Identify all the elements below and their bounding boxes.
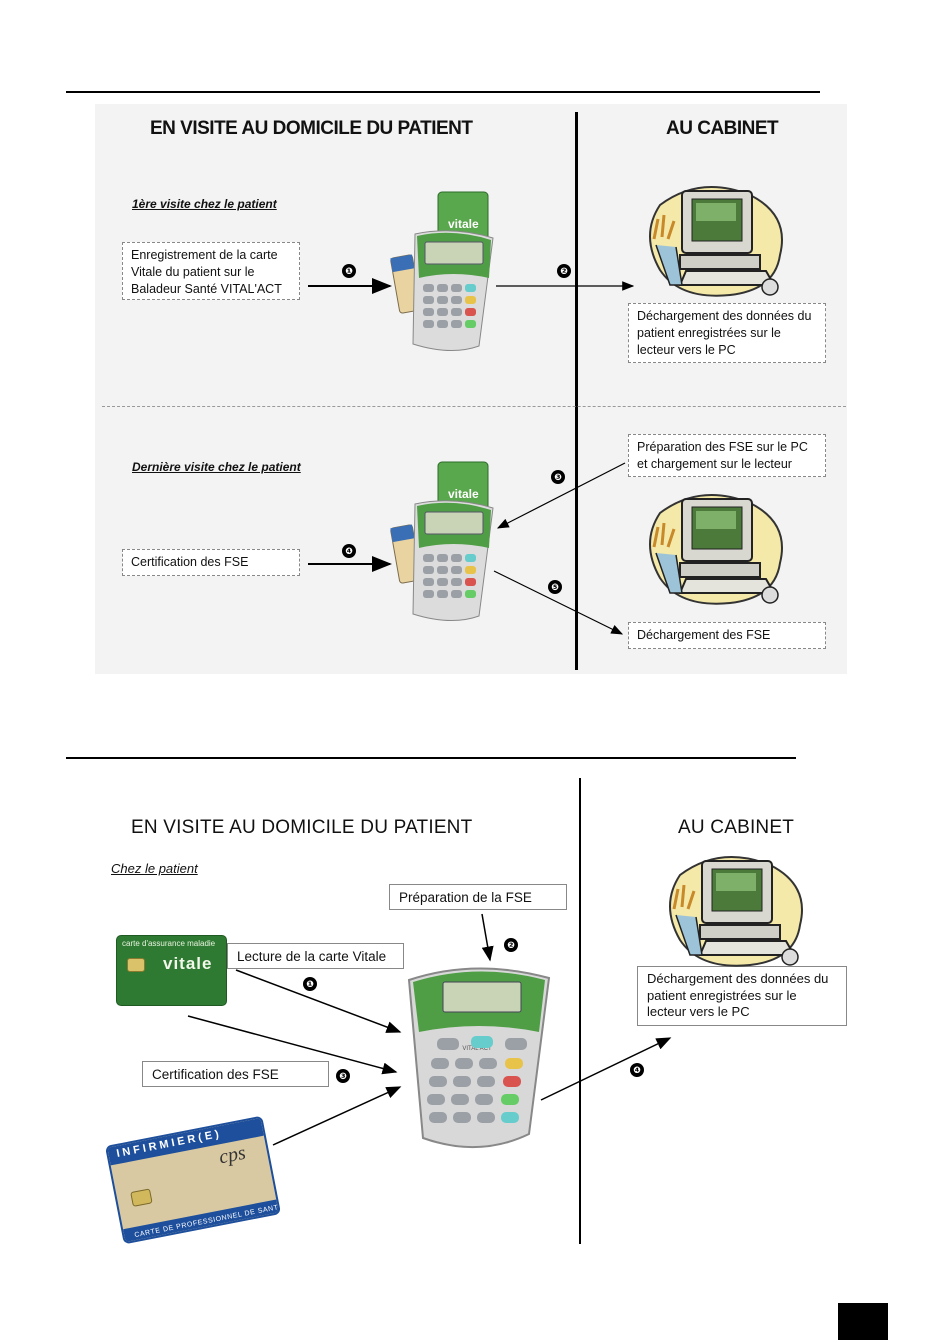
diagram1-header-right: AU CABINET [666, 118, 779, 139]
svg-text:vitale: vitale [448, 487, 479, 501]
diagram2-computer-icon [669, 856, 803, 967]
page-number-block [838, 1303, 888, 1340]
diagram1-computer-icon-2 [649, 494, 783, 605]
svg-text:vitale: vitale [448, 217, 479, 231]
chip-icon [127, 958, 145, 972]
diagram2-step-1: ❶ [303, 977, 317, 991]
cps-card-logo: cps [217, 1141, 248, 1169]
diagram2-divider [579, 778, 581, 1244]
diagram1-first-visit-label: 1ère visite chez le patient [132, 197, 277, 211]
arrow-lecture [235, 969, 402, 1033]
diagram1-computer-icon-1 [649, 186, 783, 297]
diagram1-box-dechargement-fse: Déchargement des FSE [628, 622, 826, 649]
top-rule-1 [66, 91, 820, 93]
arrow-preparation [481, 913, 494, 962]
arrow-cps [272, 1086, 402, 1146]
arrow-card [187, 1015, 398, 1075]
diagram1-card-reader-1: vitale [390, 191, 494, 352]
diagram2-box-dechargement: Déchargement des données du patient enre… [637, 966, 847, 1026]
diagram2-header-left: EN VISITE AU DOMICILE DU PATIENT [131, 817, 473, 838]
diagram2-box-certification: Certification des FSE [142, 1061, 329, 1087]
vitale-card: carte d'assurance maladie vitale [116, 935, 227, 1006]
diagram2-step-3: ❸ [336, 1069, 350, 1083]
diagram2-box-preparation: Préparation de la FSE [389, 884, 567, 910]
diagram2-card-reader: VITAL'ACT [407, 967, 551, 1149]
diagram1-header-left: EN VISITE AU DOMICILE DU PATIENT [150, 118, 473, 139]
diagram1-divider [575, 112, 578, 670]
diagram1-step-1: ❶ [342, 264, 356, 278]
vitale-card-brand: vitale [163, 954, 213, 973]
diagram2-step-4: ❹ [630, 1063, 644, 1077]
reader-brand: VITAL'ACT [462, 1046, 492, 1052]
arrow-3 [496, 462, 626, 529]
top-rule-2 [66, 757, 796, 759]
diagram1-step-4: ❹ [342, 544, 356, 558]
arrow-dechargement [540, 1037, 672, 1101]
diagram2-patient-label: Chez le patient [111, 861, 198, 876]
diagram1-section-separator [102, 406, 846, 407]
diagram1-box-enregistrement: Enregistrement de la carte Vitale du pat… [122, 242, 300, 300]
diagram2-step-2: ❷ [504, 938, 518, 952]
diagram1-step-2: ❷ [557, 264, 571, 278]
arrow-5 [493, 570, 624, 635]
diagram1-box-certification: Certification des FSE [122, 549, 300, 576]
diagram1-step-5: ❺ [548, 580, 562, 594]
diagram1-box-dechargement-donnees: Déchargement des données du patient enre… [628, 303, 826, 363]
vitale-card-top-text: carte d'assurance maladie [122, 939, 216, 948]
diagram1-last-visit-label: Dernière visite chez le patient [132, 460, 301, 474]
diagram1-box-preparation: Préparation des FSE sur le PC et chargem… [628, 434, 826, 477]
diagram1-card-reader-2: vitale [390, 461, 494, 622]
diagram1-step-3: ❸ [551, 470, 565, 484]
diagram2-header-right: AU CABINET [678, 817, 795, 838]
chip-icon [130, 1188, 153, 1207]
diagram2-box-lecture: Lecture de la carte Vitale [227, 943, 404, 969]
